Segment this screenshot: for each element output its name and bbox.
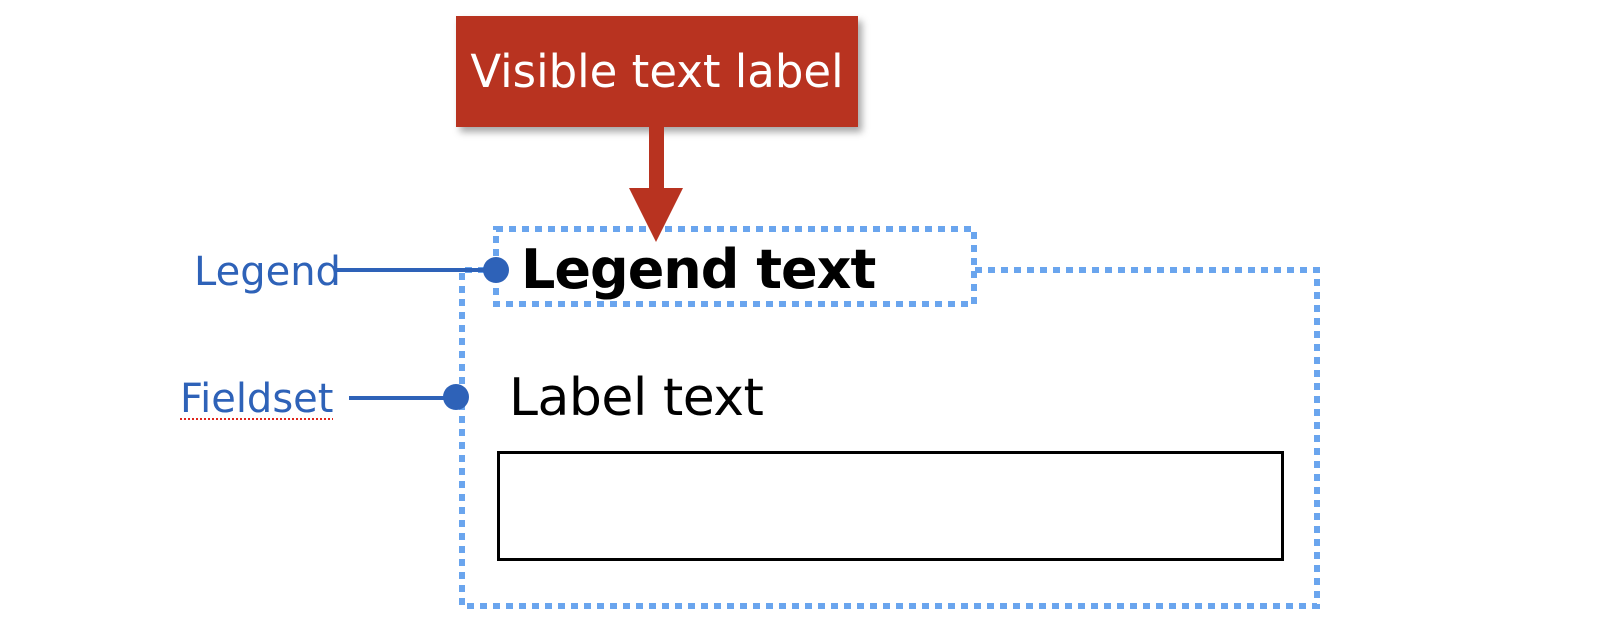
callout-arrow-shaft — [649, 127, 664, 189]
legend-leader-line — [337, 268, 497, 272]
callout-arrow-head — [629, 188, 683, 242]
legend-leader-dot — [483, 257, 509, 283]
fieldset-annotation-label: Fieldset — [180, 376, 334, 422]
field-label: Label text — [509, 368, 764, 428]
callout-text: Visible text label — [470, 45, 844, 98]
fieldset-leader-line — [349, 396, 459, 400]
text-input[interactable] — [497, 451, 1284, 561]
legend-annotation-label: Legend — [194, 249, 341, 295]
fieldset-leader-dot — [443, 384, 469, 410]
visible-text-label-callout: Visible text label — [456, 16, 858, 127]
legend-text: Legend text — [521, 238, 876, 301]
